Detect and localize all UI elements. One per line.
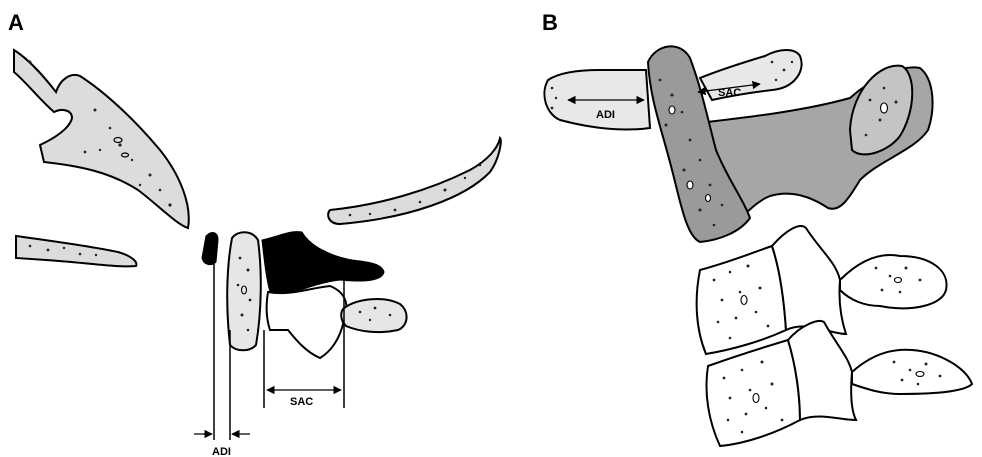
panel-b-letter: B	[542, 10, 558, 35]
b-c4-body	[707, 340, 801, 446]
atlas-posterior-arch	[341, 299, 406, 332]
sac-label-a: SAC	[290, 396, 313, 408]
adi-label-b: ADI	[596, 109, 615, 121]
axis-body	[267, 286, 347, 358]
b-posterior-arch	[700, 50, 802, 100]
sac-label-b: SAC	[718, 87, 741, 99]
panel-a-letter: A	[8, 10, 24, 35]
dens-bone	[227, 232, 261, 350]
panel-a: A	[8, 10, 501, 457]
b-c3-spinous	[840, 255, 947, 308]
adi-label-a: ADI	[212, 446, 231, 457]
transverse-ligament	[262, 232, 384, 292]
posterior-occiput-bone	[328, 138, 501, 224]
panel-b: B	[542, 10, 972, 446]
clivus-bone	[16, 236, 136, 266]
occiput-bone	[14, 50, 189, 228]
b-c4-spinous	[852, 350, 972, 394]
atlas-anterior-arch	[202, 233, 218, 265]
